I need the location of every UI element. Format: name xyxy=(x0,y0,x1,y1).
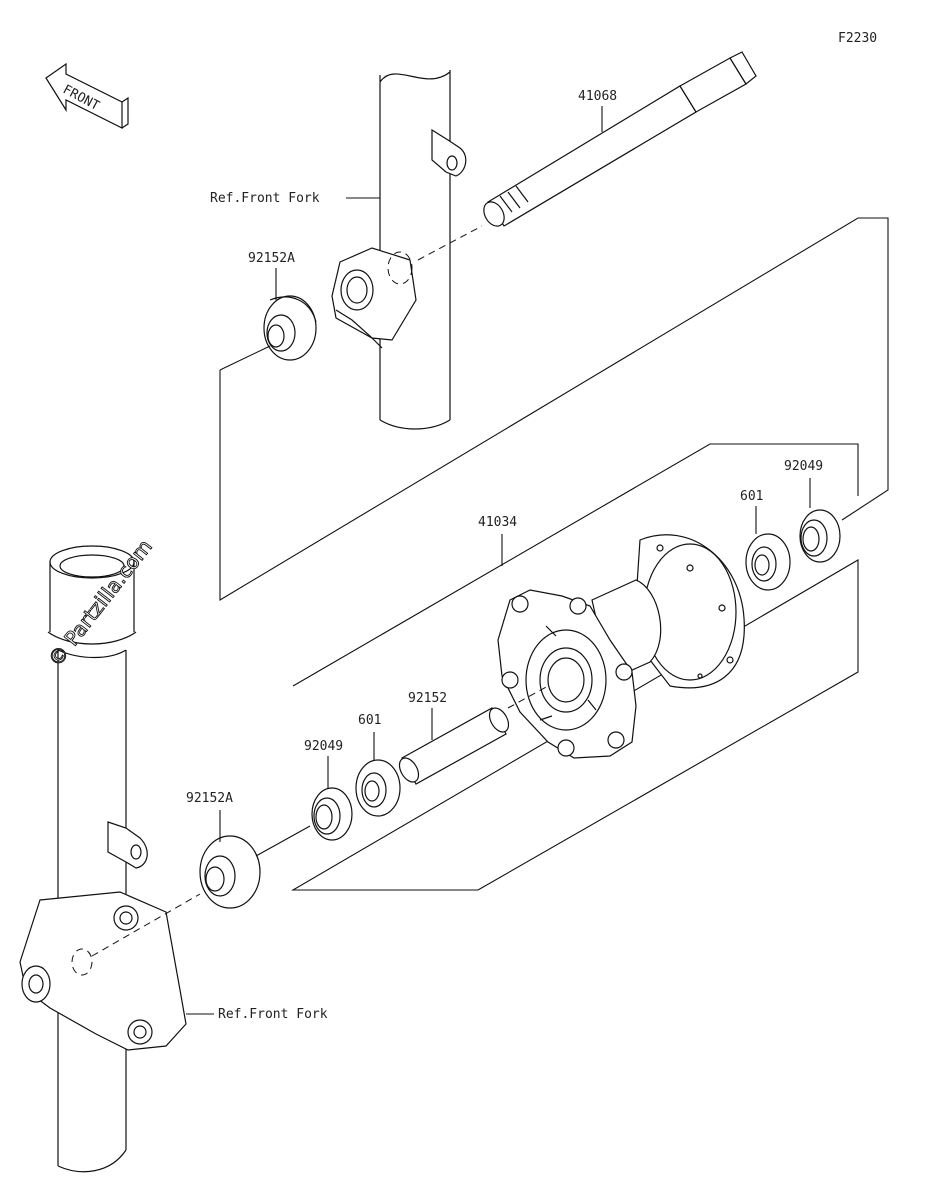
seal-right-part-number: 92049 xyxy=(784,459,823,474)
axle-centerline-bottom xyxy=(91,893,201,957)
upper-front-fork-leg xyxy=(331,70,467,430)
axle-centerline-top xyxy=(417,225,483,261)
front-axle-41068 xyxy=(483,51,757,227)
bearing-right-part-number: 601 xyxy=(740,489,763,504)
oil-seal-92049-left xyxy=(311,787,353,841)
collar-top-part-number: 92152A xyxy=(248,251,295,266)
hub-part-number: 41034 xyxy=(478,515,517,530)
lower-front-fork-leg xyxy=(19,545,187,1173)
group-boundary-upper xyxy=(219,217,889,601)
spacer-part-number: 92152 xyxy=(408,691,447,706)
spacer-92152 xyxy=(398,707,510,785)
bearing-left-part-number: 601 xyxy=(358,713,381,728)
bearing-601-left xyxy=(355,759,401,817)
axle-part-number: 41068 xyxy=(578,89,617,104)
front-hub-41034 xyxy=(497,534,745,759)
diagram-code: F2230 xyxy=(838,31,877,46)
collar-92152a-bottom xyxy=(199,835,261,909)
front-arrow-icon xyxy=(45,62,123,129)
ref-front-fork-bottom-label: Ref.Front Fork xyxy=(218,1007,328,1022)
collar-bottom-part-number: 92152A xyxy=(186,791,233,806)
ref-front-fork-top-label: Ref.Front Fork xyxy=(210,191,320,206)
seal-left-part-number: 92049 xyxy=(304,739,343,754)
spacer-centerline xyxy=(507,685,549,709)
collar-to-seal-line xyxy=(255,825,311,857)
collar-92152a-top xyxy=(263,295,317,361)
bearing-601-right xyxy=(745,533,791,591)
front-direction-badge: FRONT xyxy=(45,62,129,129)
oil-seal-92049-right xyxy=(799,509,841,563)
